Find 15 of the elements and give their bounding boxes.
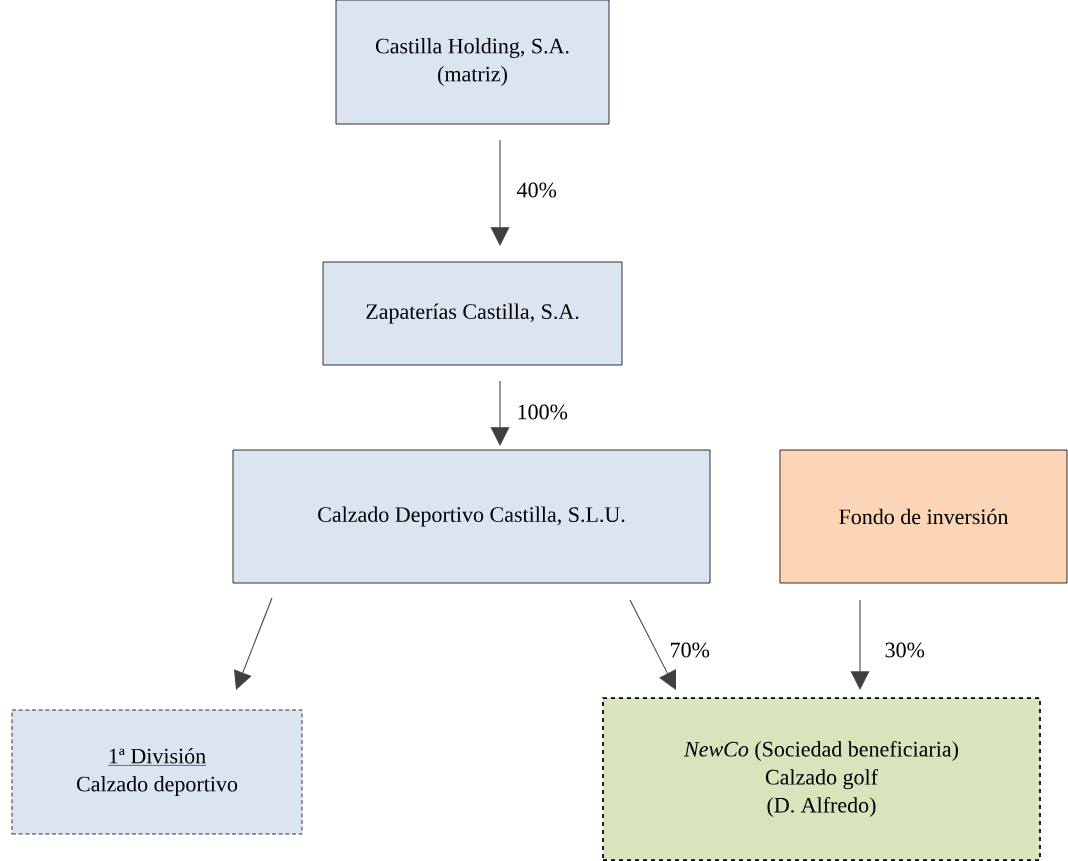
division-box: NewCo (Sociedad beneficiaria) Calzado golf (D. Alfredo) — [602, 697, 1041, 861]
company-box: Calzado Deportivo Castilla, S.L.U. — [232, 449, 711, 584]
arrow — [629, 599, 676, 690]
edge-label: 70% — [668, 641, 712, 659]
edge-label: 100% — [515, 403, 570, 421]
division-box: 1ª División Calzado deportivo — [11, 709, 303, 835]
arrow — [234, 597, 273, 690]
edge-label: 30% — [883, 641, 927, 659]
arrow — [490, 139, 510, 246]
fund-box: Fondo de inversión — [779, 449, 1068, 584]
arrow — [490, 380, 510, 446]
company-box: Zapaterías Castilla, S.A. — [322, 261, 623, 366]
arrow — [850, 599, 870, 690]
company-box: Castilla Holding, S.A. (matriz) — [335, 0, 610, 125]
edge-label: 40% — [515, 181, 559, 199]
